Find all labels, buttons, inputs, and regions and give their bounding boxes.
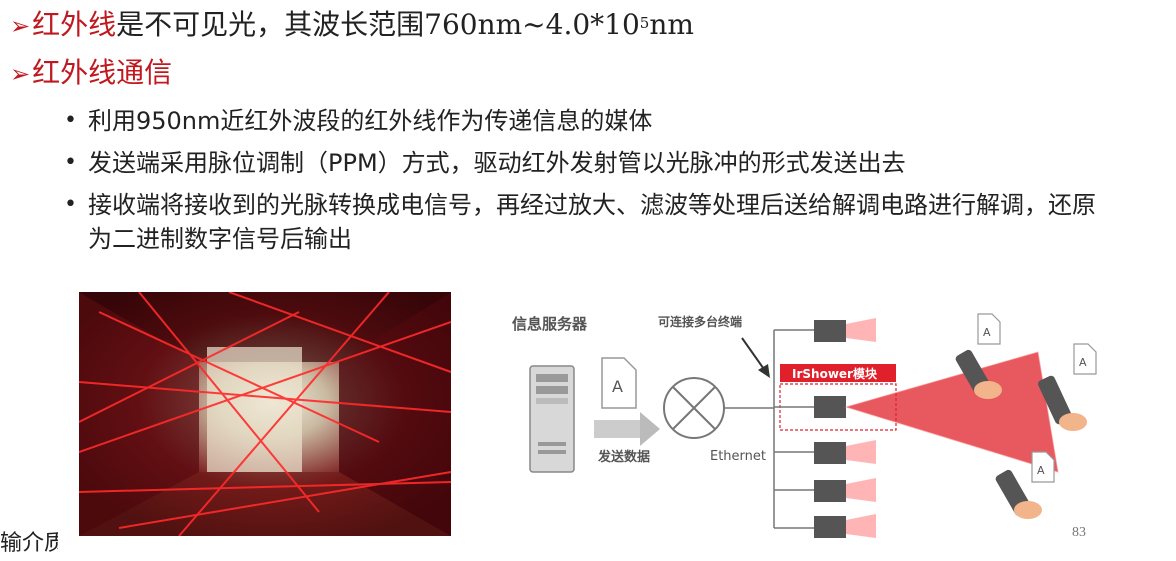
heading-ir-communication: ➢红外线通信	[10, 56, 172, 91]
ethernet-label: Ethernet	[710, 449, 766, 464]
page-number: 83	[1072, 525, 1086, 540]
phone-2-icon	[1038, 375, 1087, 431]
laser-corridor-illustration	[79, 292, 451, 536]
bullet-item: • 利用950nm近红外波段的红外线作为传递信息的媒体	[60, 104, 1100, 138]
send-data-label: 发送数据	[597, 449, 650, 465]
ir-beam	[846, 352, 1058, 472]
bullet-list: • 利用950nm近红外波段的红外线作为传递信息的媒体 • 发送端采用脉位调制（PP…	[60, 104, 1100, 264]
transmitter-3	[774, 440, 876, 464]
bullet-dot-icon: •	[64, 192, 77, 217]
server-label: 信息服务器	[512, 315, 588, 333]
transmitter-5	[774, 514, 876, 538]
document-icon-3: A	[1073, 343, 1097, 375]
range-prefix: 760nm~4.0*10	[424, 8, 640, 41]
arrow-bullet-icon: ➢	[10, 12, 31, 40]
range-suffix: nm	[649, 8, 694, 41]
phone-3-icon	[995, 469, 1042, 519]
heading-highlight: 红外线	[32, 8, 117, 41]
bullet-text: 发送端采用脉位调制（PPM）方式，驱动红外发射管以光脉冲的形式发送出去	[88, 149, 906, 177]
document-letter-2: A	[983, 326, 991, 339]
document-icon-2: A	[977, 313, 1001, 345]
module-label: IrShower模块	[792, 366, 878, 381]
clipped-text: 输介质	[0, 531, 58, 556]
bullet-dot-icon: •	[64, 108, 77, 133]
bullet-item: • 发送端采用脉位调制（PPM）方式，驱动红外发射管以光脉冲的形式发送出去	[60, 146, 1100, 180]
range-exponent: 5	[639, 14, 650, 32]
phone-1-icon	[955, 349, 1002, 399]
document-letter-4: A	[1037, 464, 1045, 477]
bullet-text: 利用950nm近红外波段的红外线作为传递信息的媒体	[88, 107, 653, 135]
laser-corridor-photo	[79, 292, 451, 536]
pointer-arrow-line	[741, 337, 767, 373]
document-letter-3: A	[1079, 356, 1087, 369]
ir-transmitters	[774, 318, 876, 538]
heading-text: 是不可见光，其波长范围	[116, 8, 425, 41]
router-icon	[663, 377, 725, 439]
transmitter-2	[774, 396, 846, 418]
bullet-dot-icon: •	[64, 150, 77, 175]
wavelength-range: 760nm~4.0*105nm	[424, 8, 694, 41]
server-icon	[529, 365, 575, 473]
transmitter-4	[774, 478, 876, 502]
ir-network-diagram: 信息服务器 A 发送数据 Ethernet 可连接多台终	[498, 292, 1110, 546]
multi-terminal-label: 可连接多台终端	[658, 314, 742, 329]
pointer-arrow-head-icon	[758, 364, 770, 378]
document-icon-4: A	[1031, 451, 1055, 483]
send-arrow-icon	[594, 412, 660, 446]
heading2-text: 红外线通信	[32, 56, 173, 89]
arrow-bullet-icon: ➢	[10, 60, 31, 88]
module-label-bg	[780, 364, 896, 382]
ir-network-svg: 信息服务器 A 发送数据 Ethernet 可连接多台终	[498, 292, 1110, 546]
transmitter-1	[774, 318, 876, 342]
document-icon: A	[601, 357, 637, 409]
bullet-text: 接收端将接收到的光脉转换成电信号，再经过放大、滤波等处理后送给解调电路进行解调，…	[88, 191, 1096, 253]
heading-wavelength: ➢红外线是不可见光，其波长范围760nm~4.0*105nm	[10, 8, 694, 43]
document-letter: A	[612, 377, 623, 396]
bullet-item: • 接收端将接收到的光脉转换成电信号，再经过放大、滤波等处理后送给解调电路进行解调…	[60, 188, 1100, 256]
